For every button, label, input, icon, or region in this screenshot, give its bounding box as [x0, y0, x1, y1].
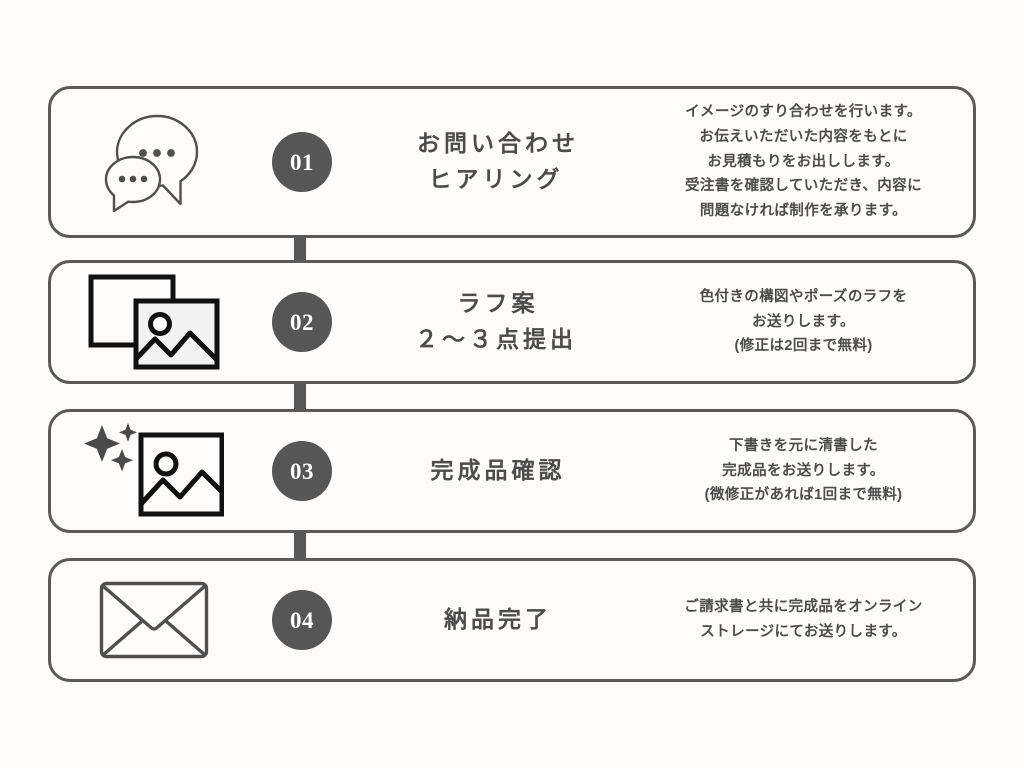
step-title: ラフ案 ２〜３点提出	[415, 290, 577, 352]
sparkle-image-icon	[83, 423, 224, 519]
step-badge-cell-04: 04	[256, 590, 348, 650]
step-icon-02	[51, 274, 256, 370]
step-title-cell-03: 完成品確認	[348, 453, 644, 489]
step-connector-3-4	[294, 530, 306, 562]
step-card-03[interactable]: 03 完成品確認 下書きを元に清書した 完成品をお送りします。 (微修正があれば…	[48, 409, 976, 533]
step-description: ご請求書と共に完成品をオンライン ストレージにてお送りします。	[684, 599, 923, 640]
step-connector-2-3	[294, 381, 306, 413]
step-title-cell-02: ラフ案 ２〜３点提出	[348, 286, 644, 357]
step-title-cell-04: 納品完了	[348, 602, 644, 638]
step-number-badge: 03	[272, 441, 332, 501]
speech-bubbles-icon	[102, 112, 206, 212]
step-badge-cell-02: 02	[256, 292, 348, 352]
step-card-02[interactable]: 02 ラフ案 ２〜３点提出 色付きの構図やポーズのラフを お送りします。 (修正…	[48, 260, 976, 384]
step-icon-01	[51, 112, 256, 212]
step-title: お問い合わせ ヒアリング	[417, 130, 579, 192]
step-desc-cell-01: イメージのすり合わせを行います。 お伝えいただいた内容をもとに お見積もりをお出…	[644, 100, 973, 225]
step-number-badge: 02	[272, 292, 332, 352]
step-connector-1-2	[294, 232, 306, 264]
step-desc-cell-04: ご請求書と共に完成品をオンライン ストレージにてお送りします。	[644, 595, 973, 645]
step-desc-cell-03: 下書きを元に清書した 完成品をお送りします。 (微修正があれば1回まで無料)	[644, 434, 973, 509]
step-title: 納品完了	[444, 606, 552, 633]
step-icon-04	[51, 581, 256, 659]
envelope-icon	[99, 581, 209, 659]
step-title: 完成品確認	[430, 457, 566, 484]
step-description: 下書きを元に清書した 完成品をお送りします。 (微修正があれば1回まで無料)	[704, 437, 903, 504]
step-badge-cell-03: 03	[256, 441, 348, 501]
stacked-images-icon	[88, 274, 220, 370]
step-title-cell-01: お問い合わせ ヒアリング	[348, 126, 644, 197]
step-badge-cell-01: 01	[256, 132, 348, 192]
step-number-badge: 01	[272, 132, 332, 192]
step-card-01[interactable]: 01 お問い合わせ ヒアリング イメージのすり合わせを行います。 お伝えいただい…	[48, 86, 976, 238]
step-number-badge: 04	[272, 590, 332, 650]
step-card-04[interactable]: 04 納品完了 ご請求書と共に完成品をオンライン ストレージにてお送りします。	[48, 558, 976, 682]
step-icon-03	[51, 423, 256, 519]
step-description: 色付きの構図やポーズのラフを お送りします。 (修正は2回まで無料)	[699, 288, 908, 355]
step-desc-cell-02: 色付きの構図やポーズのラフを お送りします。 (修正は2回まで無料)	[644, 285, 973, 360]
step-description: イメージのすり合わせを行います。 お伝えいただいた内容をもとに お見積もりをお出…	[685, 103, 922, 220]
